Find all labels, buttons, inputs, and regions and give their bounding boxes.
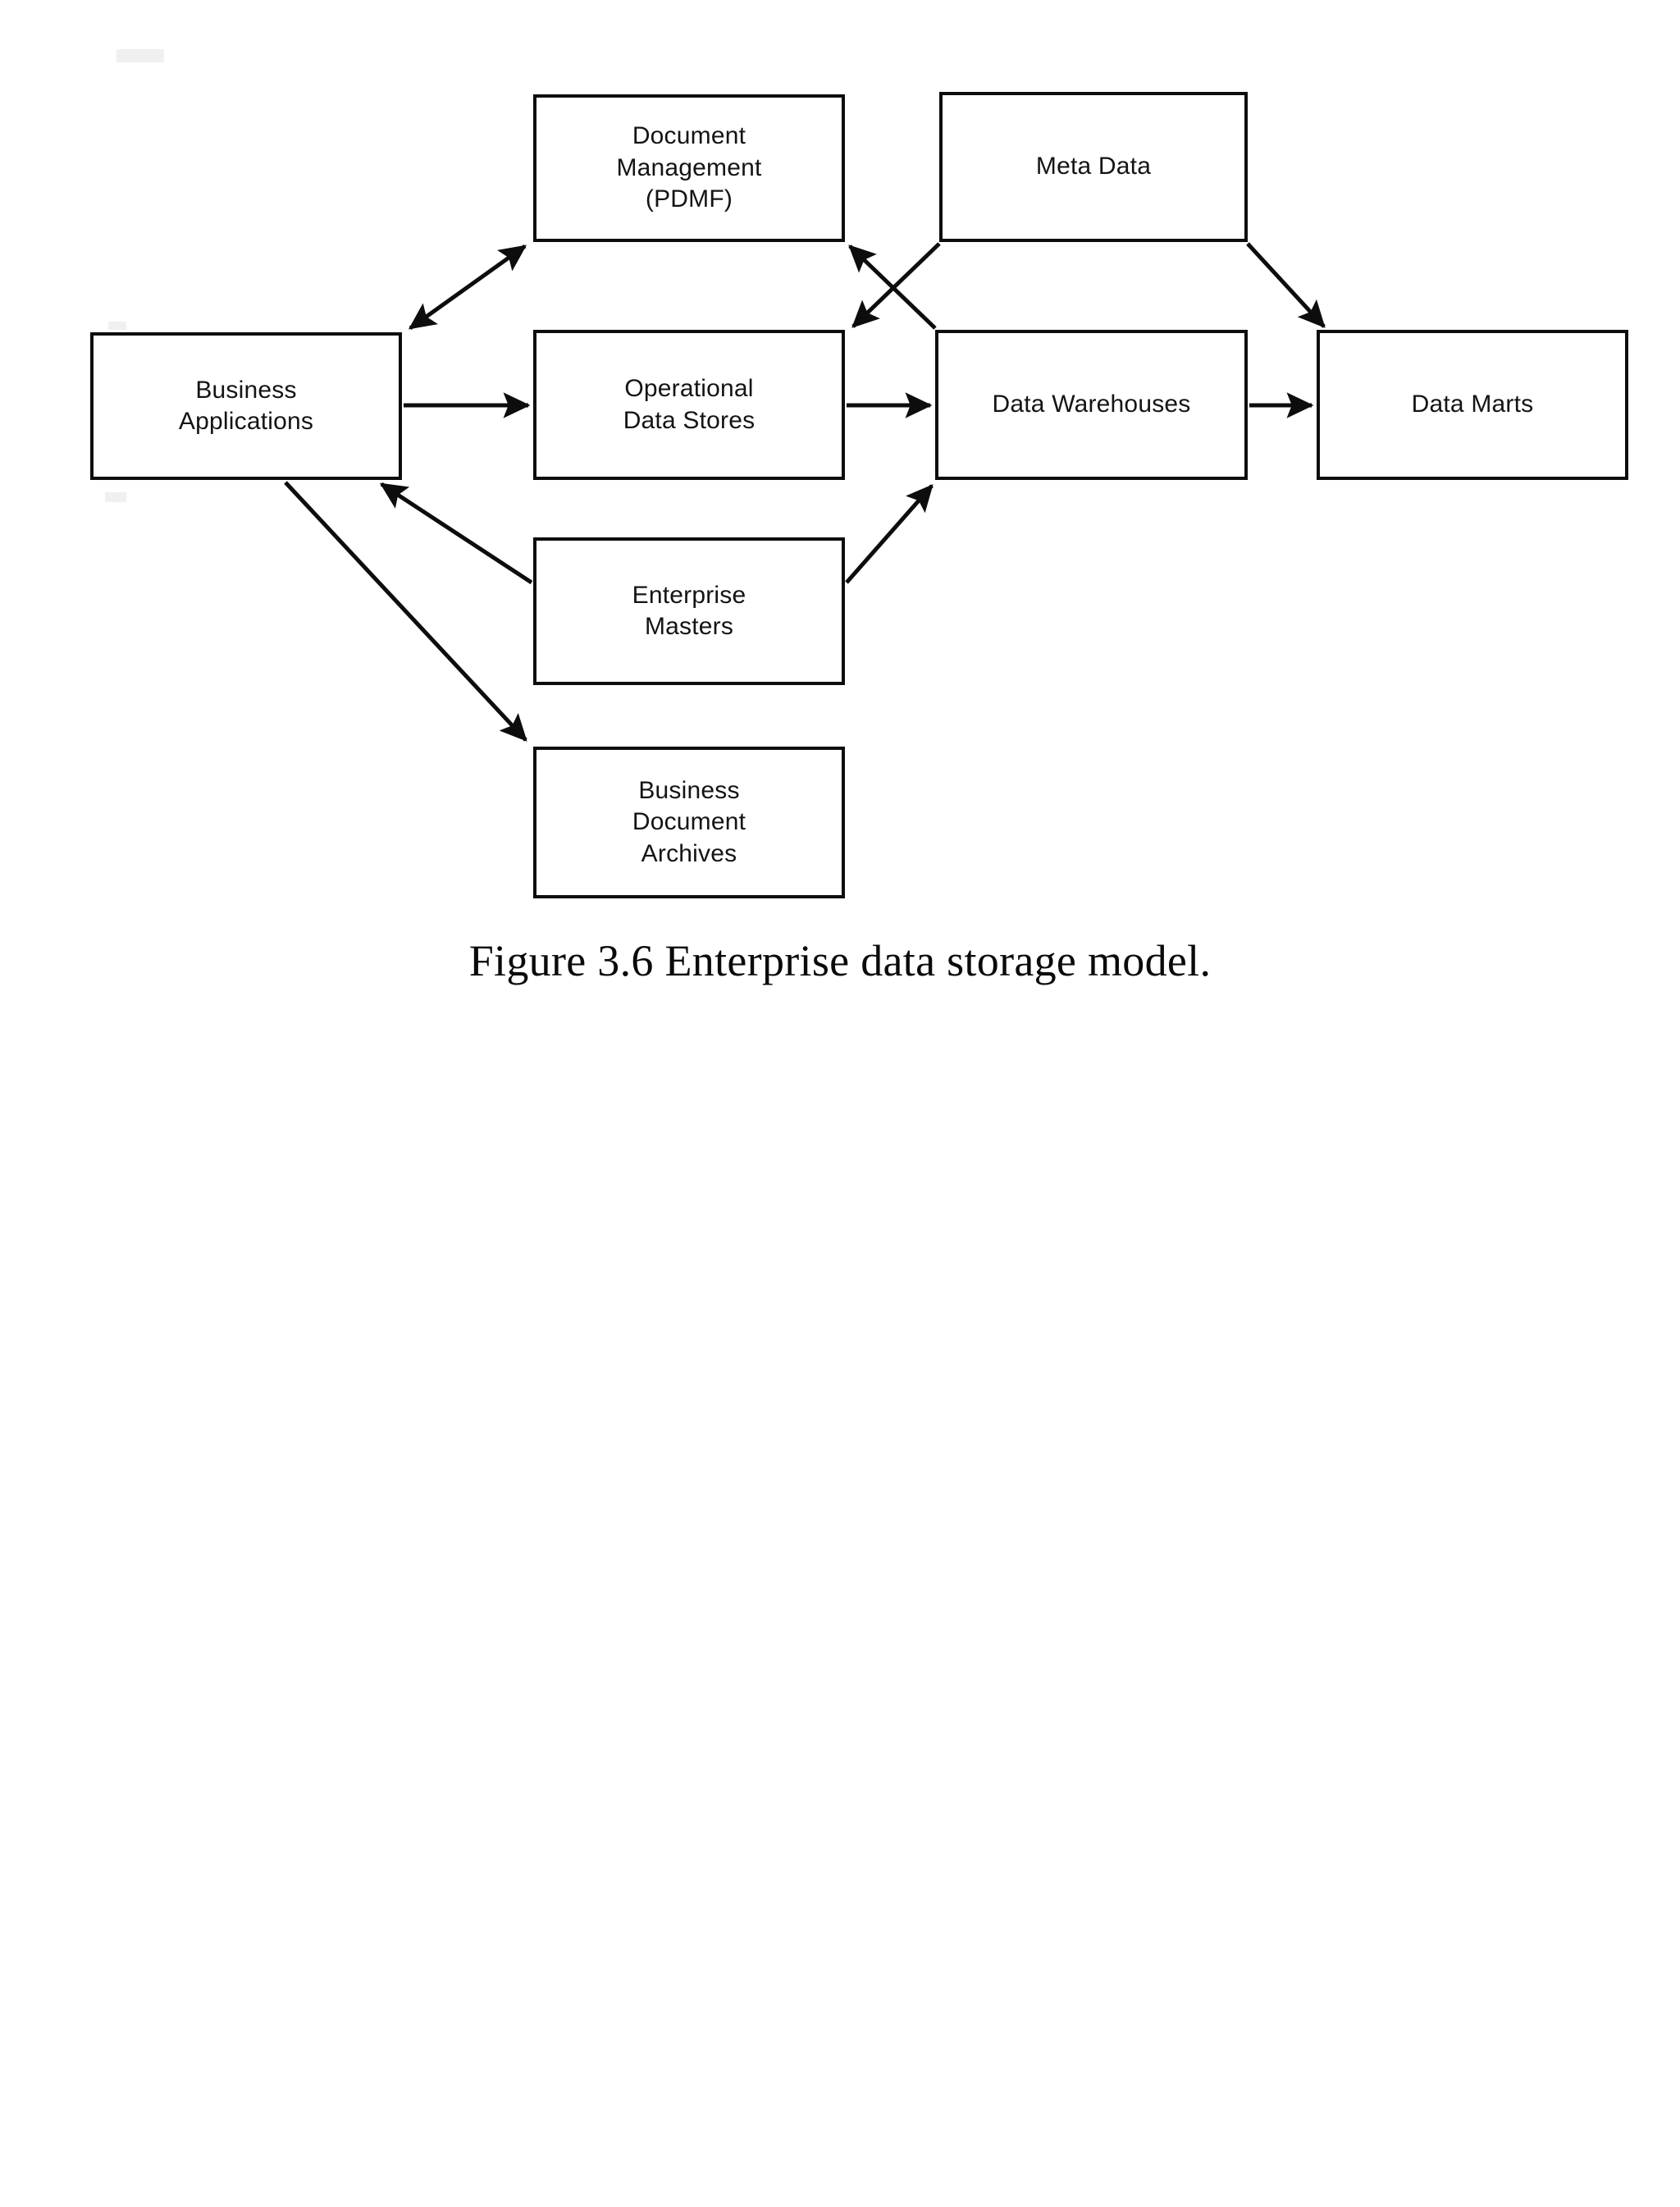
node-enterprise-masters[interactable]: Enterprise Masters bbox=[533, 537, 845, 685]
node-label: Business Applications bbox=[178, 376, 314, 435]
edge-enterprise-masters-data-warehouses bbox=[845, 484, 934, 584]
node-document-management[interactable]: Document Management (PDMF) bbox=[533, 94, 845, 242]
edge-business-applications-document-management bbox=[408, 244, 527, 331]
node-label: Data Warehouses bbox=[992, 391, 1191, 418]
node-label: Operational Data Stores bbox=[623, 375, 756, 434]
node-operational-data-stores[interactable]: Operational Data Stores bbox=[533, 330, 845, 480]
node-data-marts[interactable]: Data Marts bbox=[1317, 330, 1628, 480]
node-label: Document Management (PDMF) bbox=[616, 122, 762, 213]
node-label: Meta Data bbox=[1035, 153, 1152, 180]
node-label: Business Document Archives bbox=[632, 776, 746, 867]
edge-meta-data-data-warehouses bbox=[851, 242, 941, 328]
figure-caption: Figure 3.6 Enterprise data storage model… bbox=[468, 936, 1212, 985]
scan-artifact bbox=[105, 492, 126, 502]
node-label: Data Marts bbox=[1411, 391, 1534, 418]
node-business-applications[interactable]: Business Applications bbox=[90, 332, 402, 480]
edge-enterprise-masters-business-applications bbox=[379, 482, 533, 585]
edge-data-warehouses-document-management bbox=[848, 244, 937, 330]
edge-meta-data-data-marts bbox=[1246, 242, 1326, 328]
node-business-document-archives[interactable]: Business Document Archives bbox=[533, 747, 845, 898]
scan-artifact bbox=[108, 322, 126, 330]
node-meta-data[interactable]: Meta Data bbox=[939, 92, 1248, 242]
node-data-warehouses[interactable]: Data Warehouses bbox=[935, 330, 1248, 480]
edge-business-applications-business-document-archives bbox=[284, 481, 527, 742]
node-label: Enterprise Masters bbox=[632, 581, 746, 640]
scan-artifact bbox=[116, 49, 164, 62]
